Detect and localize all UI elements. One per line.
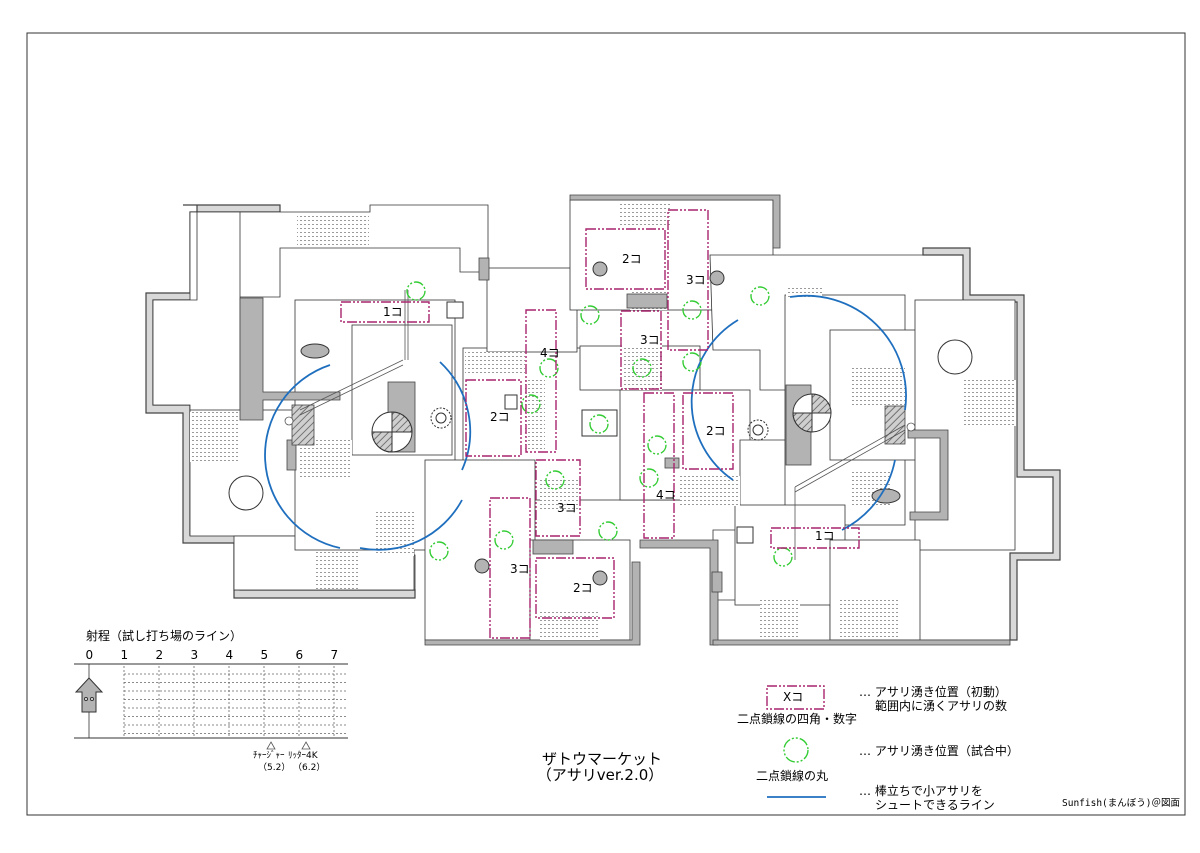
legend-zone-box [766, 685, 825, 710]
zone-box-11 [535, 557, 615, 619]
zone-box-10 [489, 497, 531, 639]
legend-box-sample: Xコ [783, 690, 804, 704]
weapon-marker-1 [266, 741, 276, 750]
zone-count-11: 2コ [573, 581, 593, 595]
legend-circle-caption: 二点鎖線の丸 [756, 769, 829, 783]
round-pillar-right [937, 339, 973, 375]
zone-box-4 [620, 310, 662, 390]
weapon-marker-2 [301, 741, 311, 750]
range-tick-0: 0 [85, 648, 94, 662]
range-tick-7: 7 [330, 648, 339, 662]
zone-count-5: 4コ [540, 346, 560, 360]
range-tick-3: 3 [190, 648, 199, 662]
zone-count-3: 3コ [686, 273, 706, 287]
legend-box-caption: 二点鎖線の四角・数字 [737, 712, 858, 726]
range-tick-1: 1 [120, 648, 129, 662]
zone-count-6: 2コ [490, 410, 510, 424]
zone-box-7 [682, 392, 734, 470]
map-title-line2: （アサリver.2.0） [536, 766, 664, 784]
weapon-range-1: （5.2） [258, 763, 291, 773]
legend-line-desc-2: シュートできるライン [875, 798, 995, 812]
zone-count-10: 3コ [510, 562, 530, 576]
weapon-range-2: （6.2） [293, 763, 326, 773]
zone-box-12 [770, 527, 860, 549]
zone-box-9 [535, 459, 581, 537]
player-icon [74, 677, 104, 713]
range-chart [74, 663, 348, 750]
legend-graphics [766, 685, 826, 798]
range-title: 射程（試し打ち場のライン） [86, 629, 243, 643]
range-tick-4: 4 [225, 648, 234, 662]
zone-box-2 [585, 228, 666, 290]
legend-line-desc-1: … 棒立ちで小アサリを [859, 784, 983, 798]
zone-count-2: 2コ [622, 252, 642, 266]
zone-count-4: 3コ [640, 333, 660, 347]
range-tick-6: 6 [295, 648, 304, 662]
zone-count-9: 3コ [557, 501, 577, 515]
zone-count-1: 1コ [383, 305, 403, 319]
zone-boxes [340, 209, 860, 639]
zone-box-5 [525, 309, 557, 453]
zone-count-8: 4コ [656, 488, 676, 502]
map-features [228, 261, 973, 586]
weapon-name-2: ﾘｯﾀｰ4K [288, 751, 318, 761]
range-tick-5: 5 [260, 648, 269, 662]
round-pillar-left [228, 475, 264, 511]
zone-count-7: 2コ [706, 424, 726, 438]
zone-box-3 [667, 209, 709, 351]
zone-count-12: 1コ [815, 529, 835, 543]
map-title-line1: ザトウマーケット [541, 750, 662, 768]
legend-circle-desc: … アサリ湧き位置（試合中） [859, 744, 1019, 758]
weapon-name-1: ﾁｬｰｼﾞｬｰ [253, 751, 285, 761]
sightlines [284, 290, 916, 560]
zone-box-8 [643, 392, 675, 539]
credit: Sunfish(まんぼう)＠図面 [1062, 798, 1180, 809]
spawn-circles [406, 281, 793, 567]
range-tick-2: 2 [155, 648, 164, 662]
legend-box-desc-1: … アサリ湧き位置（初動） [859, 685, 1007, 699]
legend-box-desc-2: 範囲内に湧くアサリの数 [875, 699, 1008, 713]
page-frame [26, 32, 1186, 816]
zone-box-1 [340, 301, 430, 323]
zone-box-6 [465, 379, 522, 457]
legend-spawn-circle [783, 737, 809, 763]
